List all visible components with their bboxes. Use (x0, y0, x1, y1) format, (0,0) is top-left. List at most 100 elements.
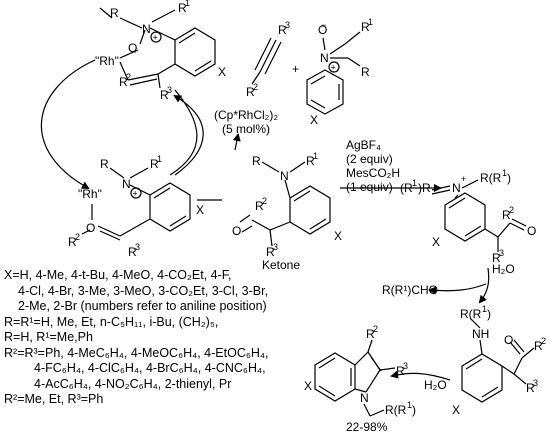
svg-text:R: R (492, 251, 501, 265)
svg-text:R: R (534, 339, 543, 353)
svg-text:3: 3 (499, 248, 504, 258)
svg-text:2: 2 (75, 232, 80, 242)
svg-text:N: N (122, 177, 131, 191)
svg-text:): ) (507, 171, 511, 185)
svg-text:X: X (196, 203, 204, 217)
svg-text:X: X (432, 235, 440, 249)
svg-text:N: N (320, 51, 329, 65)
svg-text:R: R (526, 381, 535, 395)
svg-text:−: − (131, 47, 136, 57)
svg-text:R: R (68, 235, 77, 249)
cycle-arrow-inner (169, 89, 198, 176)
svg-text:R(R: R(R (385, 403, 407, 417)
scope-line: 4-FC₆H₄, 4-ClC₆H₄, 4-BrC₆H₄, 4-CNC₆H₄, (34, 361, 266, 375)
amino-ketone: NH R(R 1 ) O R 2 R 3 X (452, 304, 546, 417)
catalyst-label: (Cp*RhCl₂)₂ (214, 108, 278, 122)
svg-text:R: R (278, 23, 287, 37)
indole-product: N R 2 R 3 R(R 1 ) X (304, 324, 416, 417)
svg-text:R: R (128, 245, 137, 259)
svg-text:1: 1 (185, 0, 190, 8)
cycle-arrow-right (173, 94, 204, 176)
svg-text:+: + (461, 174, 466, 184)
rhoda-enolate: N + R R 1 "Rh" O R 2 R 3 X (68, 154, 204, 259)
scope-line: R²=R³=Ph, 4-MeC₆H₄, 4-MeOC₆H₄, 4-EtOC₆H₄… (4, 345, 269, 360)
svg-text:O: O (128, 41, 137, 55)
hydrolysis-arrow (478, 267, 490, 304)
svg-text:3: 3 (135, 242, 140, 252)
scope-line: 4-AcC₆H₄, 4-NO₂C₆H₄, 2-thienyl, Pr (34, 376, 232, 391)
cyclization-arrow (390, 370, 451, 381)
ketone-label: Ketone (262, 258, 301, 272)
svg-text:R(R: R(R (480, 171, 502, 185)
svg-text:3: 3 (403, 361, 408, 371)
svg-text:R: R (100, 157, 109, 171)
n-oxide-reagent: O − N + R 1 R X (306, 17, 373, 127)
rhodacycle-top: R N + O − "Rh" R 2 R 3 R 1 X (95, 0, 226, 102)
reagent-mesco2h-equiv: (1 equiv) (346, 180, 393, 194)
svg-text:+: + (153, 33, 158, 43)
svg-text:)R: )R (418, 181, 431, 195)
svg-text:R: R (502, 208, 511, 222)
yield-label: 22-98% (346, 420, 388, 434)
aldehyde-release-arrow (428, 283, 487, 295)
svg-text:O: O (504, 333, 513, 347)
svg-text:X: X (334, 229, 342, 243)
svg-text:O: O (318, 23, 327, 37)
svg-text:X: X (304, 379, 312, 393)
svg-text:1: 1 (313, 151, 318, 161)
cycle-arrow-left (40, 59, 96, 189)
water-label-cyclization: H₂O (424, 378, 447, 392)
svg-text:X: X (452, 403, 460, 417)
svg-text:N: N (360, 391, 369, 405)
ketone-structure: N R R 1 O R 2 R 3 X (232, 151, 342, 259)
svg-text:1: 1 (157, 154, 162, 164)
svg-text:"Rh": "Rh" (78, 187, 102, 201)
svg-text:3: 3 (285, 20, 290, 30)
substrate-scope: X=H, 4-Me, 4-t-Bu, 4-MeO, 4-CO₂Et, 4-F, … (4, 268, 424, 408)
scope-line: X=H, 4-Me, 4-t-Bu, 4-MeO, 4-CO₂Et, 4-F, (4, 268, 232, 282)
svg-text:R: R (366, 327, 375, 341)
svg-text:R: R (266, 245, 275, 259)
svg-text:2: 2 (253, 82, 258, 92)
svg-text:R: R (160, 88, 169, 102)
svg-text:1: 1 (482, 304, 487, 314)
svg-text:3: 3 (273, 242, 278, 252)
svg-text:+: + (133, 189, 138, 199)
svg-text:): ) (412, 403, 416, 417)
svg-text:NH: NH (472, 327, 489, 341)
scope-line: R²=Me, Et, R³=Ph (4, 392, 104, 406)
water-label-hydrolysis: H₂O (492, 262, 515, 276)
svg-text:R: R (110, 6, 119, 20)
svg-text:): ) (487, 307, 491, 321)
svg-text:R: R (178, 1, 187, 15)
svg-text:R: R (396, 364, 405, 378)
svg-text:2: 2 (262, 196, 267, 206)
scope-line: 4-Cl, 4-Br, 3-Me, 3-MeO, 3-CO₂Et, 3-Cl, … (18, 283, 269, 298)
svg-text:2: 2 (541, 336, 546, 346)
svg-text:R: R (252, 154, 261, 168)
svg-text:R: R (255, 199, 264, 213)
catalyst-arrow (232, 133, 241, 151)
scope-line: R=H, R¹=Me,Ph (4, 330, 93, 344)
svg-text:3: 3 (167, 85, 172, 95)
scope-line: R=R¹=H, Me, Et, n-C₅H₁₁, i-Bu, (CH₂)₅, (4, 314, 219, 329)
svg-text:R(R: R(R (460, 307, 482, 321)
svg-text:N: N (280, 169, 289, 183)
svg-text:O: O (232, 224, 241, 238)
reagent-mesco2h: MesCO₂H (346, 166, 400, 180)
svg-text:(R: (R (400, 181, 413, 195)
reagent-agbf4: AgBF₄ (346, 138, 381, 152)
svg-text:R: R (150, 157, 159, 171)
svg-text:O: O (527, 224, 536, 238)
svg-text:−: − (321, 20, 326, 30)
svg-text:1: 1 (407, 400, 412, 410)
svg-text:X: X (218, 65, 226, 79)
svg-text:3: 3 (533, 378, 538, 388)
alkyne-reagent: R 3 R 2 + (246, 20, 299, 99)
catalyst-loading: (5 mol%) (222, 122, 271, 136)
svg-text:N: N (142, 22, 151, 36)
svg-text:X: X (310, 113, 318, 127)
scope-line: 2-Me, 2-Br (numbers refer to aniline pos… (18, 299, 267, 313)
svg-text:2: 2 (126, 72, 131, 82)
